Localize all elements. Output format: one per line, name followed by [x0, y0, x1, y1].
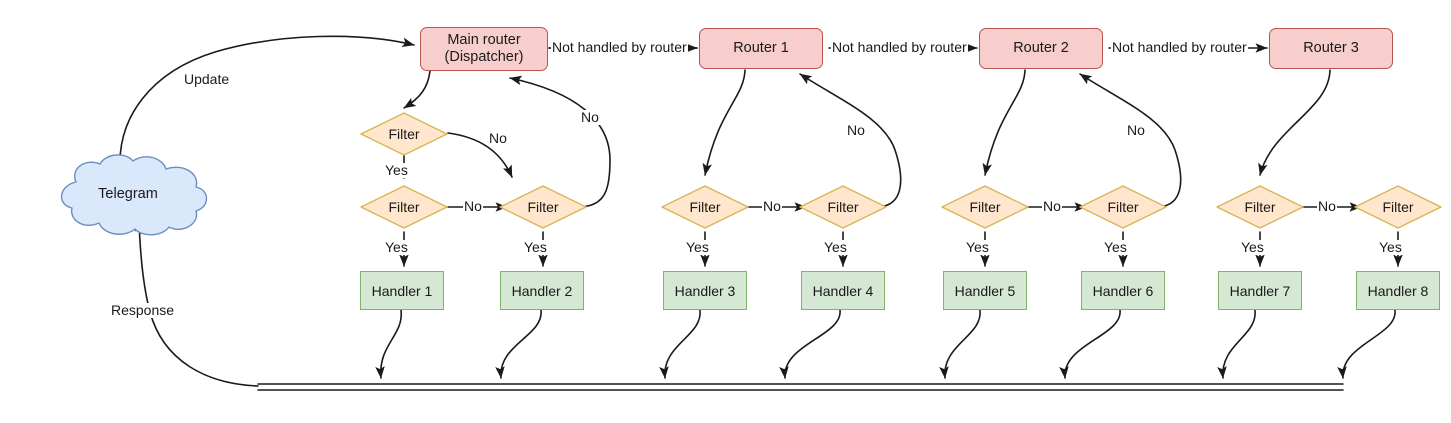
main-router-line1: Main router: [447, 31, 521, 48]
node-filter-a[interactable]: Filter: [360, 112, 448, 156]
node-router-1[interactable]: Router 1: [699, 28, 823, 69]
handler-6-label: Handler 6: [1092, 282, 1154, 299]
node-router-2[interactable]: Router 2: [979, 28, 1103, 69]
handler-1-label: Handler 1: [371, 282, 433, 299]
edge-label-no-8: No: [1317, 198, 1337, 215]
node-handler-2[interactable]: Handler 2: [500, 271, 584, 310]
handler-2-label: Handler 2: [511, 282, 573, 299]
diamond-icon: [941, 185, 1029, 229]
telegram-cloud: Telegram: [42, 152, 214, 236]
edge-label-yes-4: Yes: [685, 239, 710, 256]
diamond-icon: [499, 185, 587, 229]
node-filter-g[interactable]: Filter: [1079, 185, 1167, 229]
edge-label-no-4: No: [846, 122, 866, 139]
handler-7-label: Handler 7: [1229, 282, 1291, 299]
edge-label-not-handled-1: Not handled by router: [551, 39, 688, 56]
edge-label-yes-6: Yes: [965, 239, 990, 256]
diamond-icon: [1079, 185, 1167, 229]
edge-label-not-handled-2: Not handled by router: [831, 39, 968, 56]
handler-4-label: Handler 4: [812, 282, 874, 299]
diamond-icon: [661, 185, 749, 229]
edge-label-no-1: No: [488, 130, 508, 147]
diamond-icon: [360, 185, 448, 229]
router-1-label: Router 1: [733, 39, 789, 56]
diamond-icon: [1216, 185, 1304, 229]
diamond-icon: [1354, 185, 1442, 229]
edge-label-no-2: No: [580, 109, 600, 126]
edge-label-update: Update: [183, 71, 231, 88]
edge-label-yes-3: Yes: [523, 239, 548, 256]
edge-label-yes-8: Yes: [1240, 239, 1265, 256]
node-handler-3[interactable]: Handler 3: [663, 271, 747, 310]
node-handler-1[interactable]: Handler 1: [360, 271, 444, 310]
handler-3-label: Handler 3: [674, 282, 736, 299]
node-filter-c[interactable]: Filter: [499, 185, 587, 229]
node-filter-e[interactable]: Filter: [799, 185, 887, 229]
node-handler-5[interactable]: Handler 5: [943, 271, 1027, 310]
edge-label-no-6: No: [1126, 122, 1146, 139]
edge-label-not-handled-3: Not handled by router: [1111, 39, 1248, 56]
diamond-icon: [799, 185, 887, 229]
router-3-label: Router 3: [1303, 39, 1359, 56]
node-filter-h[interactable]: Filter: [1216, 185, 1304, 229]
edge-label-yes-9: Yes: [1378, 239, 1403, 256]
diamond-icon: [360, 112, 448, 156]
node-filter-i[interactable]: Filter: [1354, 185, 1442, 229]
node-filter-b[interactable]: Filter: [360, 185, 448, 229]
edge-label-no-5: No: [762, 198, 782, 215]
edge-label-yes-7: Yes: [1103, 239, 1128, 256]
node-main-router-dispatcher[interactable]: Main router (Dispatcher): [420, 27, 548, 71]
edge-label-no-7: No: [1042, 198, 1062, 215]
node-handler-6[interactable]: Handler 6: [1081, 271, 1165, 310]
node-filter-f[interactable]: Filter: [941, 185, 1029, 229]
main-router-line2: (Dispatcher): [444, 49, 524, 65]
cloud-icon: [60, 154, 208, 236]
node-handler-4[interactable]: Handler 4: [801, 271, 885, 310]
edge-label-yes-5: Yes: [823, 239, 848, 256]
node-handler-7[interactable]: Handler 7: [1218, 271, 1302, 310]
edge-label-no-3: No: [463, 198, 483, 215]
handler-5-label: Handler 5: [954, 282, 1016, 299]
router-2-label: Router 2: [1013, 39, 1069, 56]
edge-label-response: Response: [110, 302, 176, 319]
node-handler-8[interactable]: Handler 8: [1356, 271, 1440, 310]
handler-8-label: Handler 8: [1367, 282, 1429, 299]
edge-label-yes-2: Yes: [384, 239, 409, 256]
node-router-3[interactable]: Router 3: [1269, 28, 1393, 69]
edge-label-yes-1: Yes: [384, 162, 409, 179]
node-filter-d[interactable]: Filter: [661, 185, 749, 229]
